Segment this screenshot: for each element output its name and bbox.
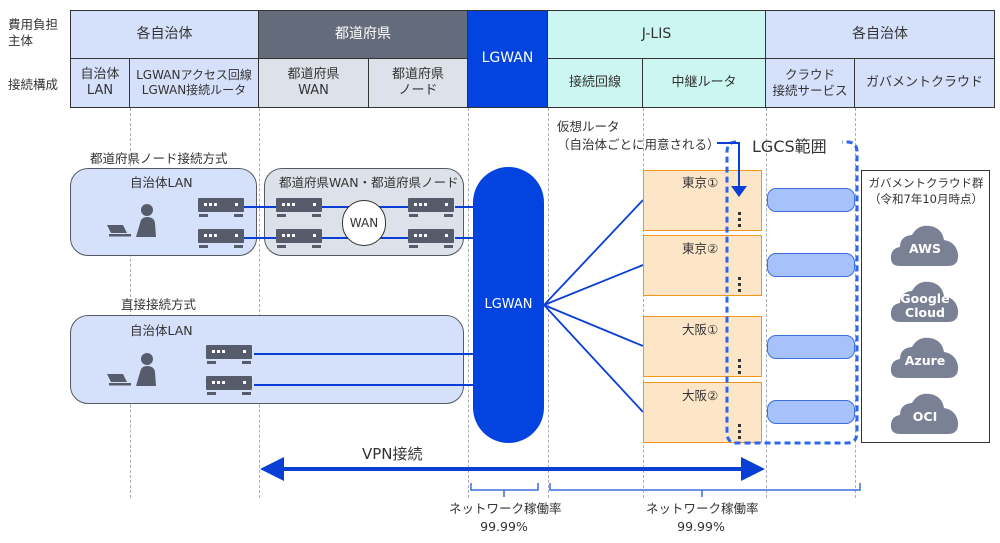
cloud-icon (890, 225, 959, 266)
gov-cloud-title-line1: ガバメントクラウド群 (868, 176, 984, 190)
virtual-router-note: 仮想ルータ （自治体ごとに用意される） (557, 118, 720, 153)
router-icon (408, 229, 454, 249)
router-icon (206, 376, 252, 396)
row-label-connection: 接続構成 (8, 77, 59, 92)
cost-bearer-municipality: 各自治体 (71, 11, 259, 59)
row-label-cost-bearer: 費用負担 主体 (8, 17, 59, 49)
header-table (70, 10, 995, 108)
router-icon (198, 198, 244, 218)
direct-method-title: 直接接続方式 (121, 297, 197, 312)
cloud-icon (890, 337, 959, 378)
cloud-provider-oci: OCI (890, 390, 960, 436)
column-guide (130, 108, 131, 498)
pref-node-method-title: 都道府県ノード接続方式 (90, 151, 228, 166)
cloud-provider-label: AWS (909, 241, 941, 256)
gov-cloud-group-title: ガバメントクラウド群 （令和7年10月時点） (868, 176, 984, 207)
cost-bearer-prefecture: 都道府県 (259, 11, 468, 59)
component-line1: 都道府県 (287, 66, 340, 82)
availability-title: ネットワーク稼働率 (449, 501, 562, 516)
component-line1: 中継ルータ (671, 74, 737, 90)
component-relay-router: 中継ルータ (643, 59, 766, 107)
cost-bearer-municipality-cloud: 各自治体 (766, 11, 994, 59)
component-pref-node: 都道府県 ノード (369, 59, 468, 107)
link-line (543, 199, 644, 306)
component-line2: LGWAN接続ルータ (141, 83, 247, 97)
column-guide (643, 108, 644, 498)
user-at-laptop-icon (107, 204, 156, 237)
user-at-laptop-icon (107, 353, 156, 386)
router-icon (408, 198, 454, 218)
component-line1: ガバメントクラウド (865, 74, 983, 90)
availability-value: 99.99% (677, 518, 725, 534)
cloud-icon (890, 393, 959, 434)
component-line2: 接続サービス (772, 83, 848, 98)
component-municipal-lan: 自治体 LAN (71, 59, 130, 107)
availability-label: ネットワーク稼働率 99.99% (449, 500, 562, 535)
site-label: 東京② (682, 241, 719, 256)
component-gov-cloud: ガバメントクラウド (855, 59, 994, 107)
availability-brace (549, 483, 861, 497)
component-line1: 自治体 (80, 66, 120, 82)
vpn-label: VPN接続 (362, 445, 423, 463)
arrow-right-icon (741, 457, 765, 481)
site-label: 東京① (682, 175, 719, 190)
component-line2: WAN (298, 83, 329, 98)
cost-bearer-jlis: J-LIS (548, 11, 766, 59)
availability-brace (470, 483, 539, 497)
virtual-router-note-line2: （自治体ごとに用意される） (557, 136, 720, 152)
municipal-lan-label: 自治体LAN (130, 323, 193, 338)
virtual-router-note-line1: 仮想ルータ (557, 119, 620, 134)
router-icon (276, 198, 322, 218)
component-pref-wan: 都道府県 WAN (259, 59, 369, 107)
availability-value: 99.99% (480, 518, 528, 534)
router-icon (206, 345, 252, 365)
link-line (543, 264, 644, 306)
site-label: 大阪② (682, 388, 719, 403)
component-connection-line: 接続回線 (548, 59, 643, 107)
lgwan-network: LGWAN (473, 167, 544, 443)
municipal-lan-box-direct (70, 315, 464, 404)
component-cloud-connect: クラウド 接続サービス (766, 59, 855, 107)
arrow-left-icon (260, 457, 284, 481)
component-lgwan-access: LGWANアクセス回線 LGWAN接続ルータ (130, 59, 259, 107)
link-line (543, 304, 644, 347)
pref-wan-node-label: 都道府県WAN・都道府県ノード (279, 175, 459, 190)
router-icon (276, 229, 322, 249)
cloud-icon (890, 281, 959, 322)
gov-cloud-title-line2: （令和7年10月時点） (869, 191, 983, 206)
wan-bubble: WAN (342, 200, 386, 246)
router-icon (198, 229, 244, 249)
cost-bearer-lgwan: LGWAN (468, 11, 548, 107)
component-line1: 都道府県 (391, 66, 444, 82)
component-line2: LAN (86, 83, 114, 98)
component-line1: LGWANアクセス回線 (136, 68, 252, 82)
column-guide (468, 108, 469, 498)
component-line1: 接続回線 (568, 74, 621, 90)
municipal-lan-label: 自治体LAN (130, 175, 193, 190)
availability-title: ネットワーク稼働率 (646, 501, 759, 516)
cloud-provider-azure: Azure (890, 334, 960, 380)
component-line2: ノード (398, 83, 438, 98)
availability-label: ネットワーク稼働率 99.99% (646, 500, 759, 535)
site-label: 大阪① (682, 322, 719, 337)
component-line1: クラウド (784, 67, 835, 83)
column-guide (259, 108, 260, 498)
link-line (543, 304, 644, 413)
cloud-provider-label: OCI (912, 409, 938, 424)
cloud-provider-aws: AWS (890, 222, 960, 268)
cloud-provider-label: Azure (904, 353, 946, 368)
